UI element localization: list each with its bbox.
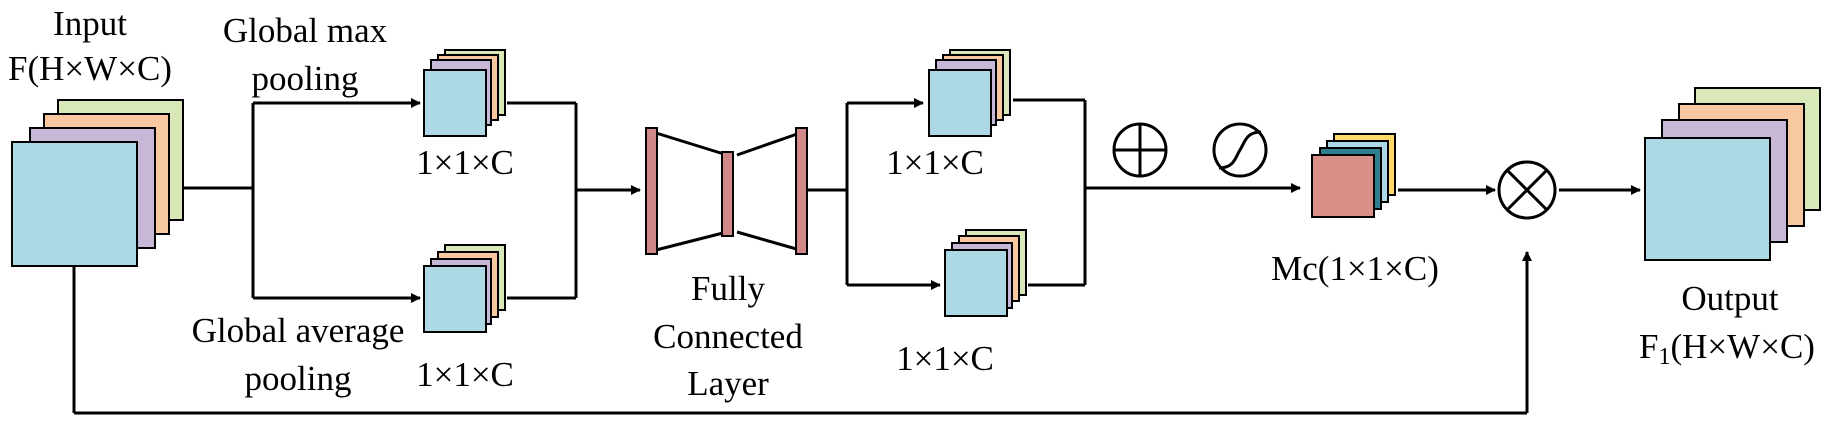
avg-pool-dims: 1×1×C <box>416 355 514 394</box>
fc-output-lines <box>807 98 941 290</box>
max-pool-label-2: pooling <box>252 59 359 98</box>
max-pool-feature-map <box>423 49 506 137</box>
avg-pool-feature-map <box>423 244 506 333</box>
fc-hidden-bar <box>721 151 734 237</box>
fc-top-dims: 1×1×C <box>886 143 984 182</box>
input-dims: F(H×W×C) <box>8 49 172 88</box>
attention-merge-lines <box>1013 98 1301 287</box>
fc-label-3: Layer <box>687 364 769 403</box>
output-title: Output <box>1681 279 1779 318</box>
fc-input-lines <box>507 101 641 300</box>
fc-top-feature-map <box>928 49 1011 137</box>
output-dims: F1(H×W×C) <box>1639 327 1815 370</box>
fc-output-bar <box>795 127 808 255</box>
attention-map <box>1311 133 1396 218</box>
fc-label-1: Fully <box>691 269 765 308</box>
multiply-lines <box>72 185 1641 415</box>
fc-bottom-feature-map <box>944 229 1027 317</box>
fc-bottom-dims: 1×1×C <box>896 339 994 378</box>
input-title: Input <box>53 4 127 43</box>
input-feature-map <box>11 99 184 267</box>
output-feature-map <box>1644 87 1821 261</box>
pooling-split-lines <box>183 98 421 303</box>
max-pool-label-1: Global max <box>223 11 388 50</box>
sigmoid-curve-icon <box>1212 122 1268 178</box>
attention-map-label: Mc(1×1×C) <box>1271 249 1439 288</box>
input-channel-blue <box>11 141 138 267</box>
max-pool-dims: 1×1×C <box>416 143 514 182</box>
avg-pool-label-1: Global average <box>192 311 405 350</box>
fully-connected-layer <box>645 127 808 255</box>
output-dims-suffix: (H×W×C) <box>1671 327 1815 366</box>
circle-plus-icon <box>1112 122 1168 178</box>
fc-input-bar <box>645 127 658 255</box>
output-dims-sub: 1 <box>1659 344 1671 370</box>
avg-pool-label-2: pooling <box>245 359 352 398</box>
output-dims-prefix: F <box>1639 327 1658 366</box>
fc-label-2: Connected <box>653 317 803 356</box>
circle-times-icon <box>1497 160 1557 220</box>
